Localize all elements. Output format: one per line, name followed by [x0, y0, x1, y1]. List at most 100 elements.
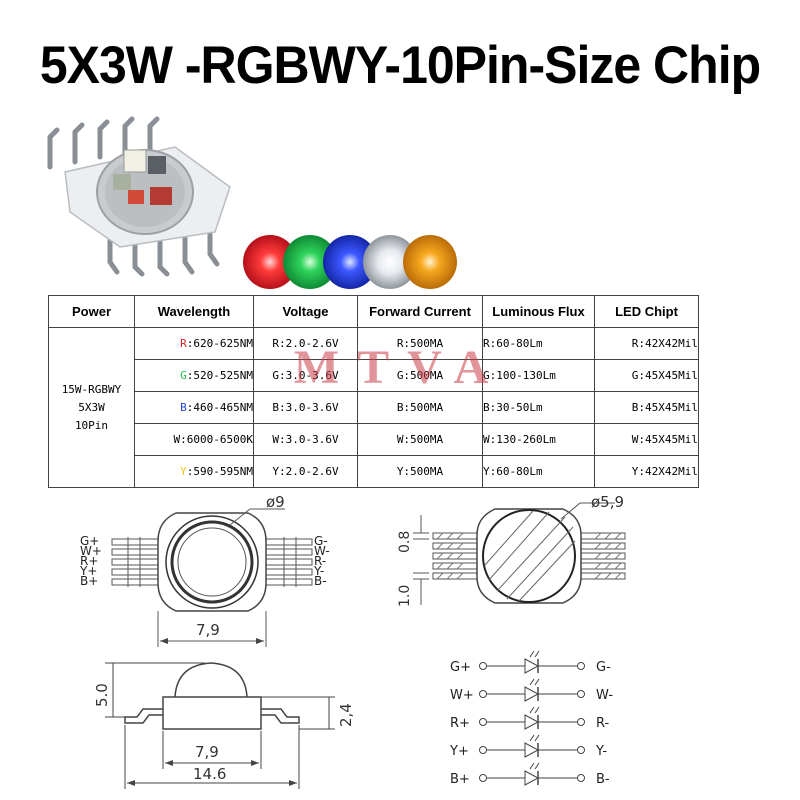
- wavelength-cell: G:520-525NM: [134, 359, 254, 392]
- schematic-cathode-label: W-: [596, 688, 613, 703]
- current-cell: G:500MA: [357, 359, 483, 392]
- flux-cell: G:100-130Lm: [482, 359, 595, 392]
- top-view-drawing: ø9 7,9 G+ W+ R+ Y+ B+ G- W- R- Y- B-: [80, 495, 330, 647]
- red-led: [243, 235, 297, 289]
- schematic-cathode-label: B-: [596, 772, 610, 787]
- wavelength-color-prefix: B: [180, 401, 187, 414]
- side-view-drawing: 5.0 2,4 7,9 14.6: [93, 662, 355, 789]
- schematic-terminal: [479, 662, 487, 670]
- schematic-light-arrow-icon: [534, 706, 540, 714]
- wavelength-value: :520-525NM: [186, 369, 253, 382]
- bottom-view-pad: [482, 509, 576, 603]
- wavelength-value: :590-595NM: [186, 465, 253, 478]
- side-view-body-width-label: 7,9: [195, 743, 219, 761]
- top-view-outer-ring: [165, 515, 259, 609]
- wavelength-value: :6000-6500K: [180, 433, 253, 446]
- spec-table-header: Power Wavelength Voltage Forward Current…: [48, 295, 699, 328]
- top-view-body: [157, 512, 267, 612]
- schematic-diode-icon: [524, 770, 540, 786]
- wavelength-color-prefix: Y: [180, 465, 187, 478]
- chip-pins-bottom: [107, 221, 220, 277]
- schematic-terminal: [479, 718, 487, 726]
- header-led-chip: LED Chipt: [594, 295, 699, 328]
- schematic-anode-label: G+: [450, 660, 471, 675]
- chip-cell: W:45X45Mil: [594, 423, 699, 456]
- table-row: 15W-RGBWY 5X3W 10Pin R:620-625NM R:2.0-2…: [48, 327, 699, 488]
- green-led: [283, 235, 337, 289]
- wavelength-color-prefix: R: [180, 337, 187, 350]
- chip-red-die: [128, 190, 144, 204]
- schematic-light-arrow-icon: [529, 734, 535, 742]
- schematic-light-arrow-icon: [529, 706, 535, 714]
- schematic-terminal: [577, 718, 585, 726]
- wavelength-cell: Y:590-595NM: [134, 455, 254, 488]
- side-view-right-pin: [261, 708, 300, 724]
- voltage-cell: G:3.0-3.6V: [253, 359, 358, 392]
- top-view-width-label: 7,9: [196, 621, 220, 639]
- top-view-pin-label: Y+: [80, 564, 97, 578]
- top-view-diameter-label: ø9: [266, 495, 285, 511]
- header-luminous-flux: Luminous Flux: [482, 295, 595, 328]
- led-color-row: [243, 235, 457, 289]
- schematic-anode-label: W+: [450, 688, 474, 703]
- top-view-pin-label: B-: [314, 574, 327, 588]
- chip-white-die: [123, 149, 147, 173]
- schematic-light-arrow-icon: [534, 678, 540, 686]
- power-line: 10Pin: [74, 418, 109, 432]
- schematic-diode-icon: [524, 714, 540, 730]
- schematic-terminal: [479, 746, 487, 754]
- schematic-anode-label: Y+: [450, 744, 469, 759]
- side-view-height-label: 5.0: [93, 683, 111, 707]
- bottom-view-diameter-leader: [560, 502, 581, 520]
- flux-cell: R:60-80Lm: [482, 327, 595, 360]
- table-row: G:520-525NM G:3.0-3.6V G:500MA G:100-130…: [49, 359, 699, 392]
- wavelength-value: :620-625NM: [186, 337, 253, 350]
- chip-blue-die: [148, 156, 166, 174]
- header-forward-current: Forward Current: [357, 295, 483, 328]
- top-view-lens: [170, 520, 254, 604]
- top-view-pin-label: W-: [314, 544, 330, 558]
- wavelength-value: :460-465NM: [186, 401, 253, 414]
- schematic-cathode-label: Y-: [595, 744, 607, 759]
- side-view-body-height-label: 2,4: [337, 703, 355, 727]
- schematic-terminal: [577, 774, 585, 782]
- bottom-view-drawing: ø5,9 0.8 1.0: [397, 495, 626, 607]
- side-view-total-width-label: 14.6: [193, 765, 226, 783]
- schematic-terminal: [577, 746, 585, 754]
- top-view-pin-label: R-: [314, 554, 326, 568]
- voltage-cell: R:2.0-2.6V: [253, 327, 358, 360]
- flux-cell: Y:60-80Lm: [482, 455, 595, 488]
- header-power: Power: [48, 295, 135, 328]
- schematic-terminal: [479, 690, 487, 698]
- top-view-pin-label: Y-: [313, 564, 324, 578]
- flux-cell: B:30-50Lm: [482, 391, 595, 424]
- current-cell: W:500MA: [357, 423, 483, 456]
- bottom-view-pad-hatch: [484, 510, 576, 602]
- header-wavelength: Wavelength: [134, 295, 254, 328]
- wavelength-color-prefix: G: [180, 369, 187, 382]
- flux-cell: W:130-260Lm: [482, 423, 595, 456]
- blue-led: [323, 235, 377, 289]
- schematic-cathode-label: R-: [596, 716, 610, 731]
- table-row: Y:590-595NM Y:2.0-2.6V Y:500MA Y:60-80Lm…: [49, 455, 699, 488]
- side-view-lens: [174, 662, 248, 698]
- schematic-light-arrow-icon: [534, 734, 540, 742]
- bottom-view-pin-pitch-label: 1.0: [397, 585, 413, 607]
- wavelength-color-prefix: W: [173, 433, 181, 446]
- side-view-body: [162, 696, 262, 730]
- wavelength-cell: R:620-625NM: [134, 327, 254, 360]
- power-line: 5X3W: [78, 400, 105, 414]
- current-cell: R:500MA: [357, 327, 483, 360]
- chip-cell: Y:42X42Mil: [594, 455, 699, 488]
- led-schematic: G+G-W+W-R+R-Y+Y-B+B-: [450, 650, 613, 787]
- side-view-left-pin: [124, 708, 163, 724]
- current-cell: Y:500MA: [357, 455, 483, 488]
- schematic-light-arrow-icon: [534, 650, 540, 658]
- header-voltage: Voltage: [253, 295, 358, 328]
- chip-cell: R:42X42Mil: [594, 327, 699, 360]
- schematic-light-arrow-icon: [529, 678, 535, 686]
- power-cell: 15W-RGBWY 5X3W 10Pin: [48, 327, 135, 488]
- spec-table: Power Wavelength Voltage Forward Current…: [48, 295, 699, 488]
- schematic-terminal: [577, 690, 585, 698]
- schematic-diode-icon: [524, 658, 540, 674]
